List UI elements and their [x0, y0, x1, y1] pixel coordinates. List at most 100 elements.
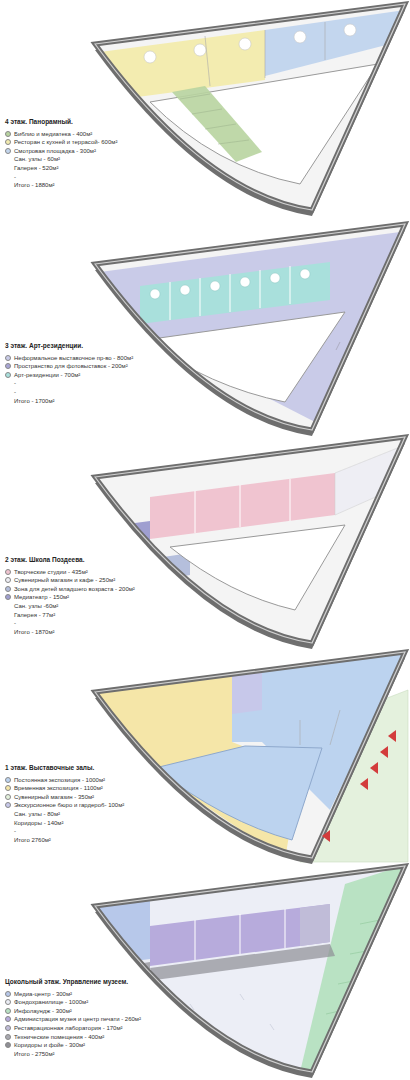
legend-text: Коридоры и фойе - 300м² [14, 1042, 85, 1048]
legend-row: Смотровая площадка - 300м² [5, 147, 96, 155]
legend-swatch [5, 372, 11, 378]
legend-row: - [5, 827, 16, 835]
legend-swatch [5, 569, 11, 575]
legend-text: Фондохранилище - 1000м² [14, 999, 88, 1005]
legend-swatch [5, 777, 11, 783]
legend-swatch [5, 785, 11, 791]
legend-row: Итого - 1870м² [5, 628, 55, 636]
legend-text: Инфолаундж - 300м² [14, 1008, 72, 1014]
legend-row: Итого - 1700м² [5, 397, 55, 405]
legend-note: Галерея - 520м² [5, 165, 58, 171]
legend-row: Инфолаундж - 300м² [5, 1007, 72, 1015]
legend-row: Администрация музея и центр печати - 260… [5, 1015, 141, 1023]
floor-heading: 4 этаж. Панорамный. [5, 118, 73, 125]
floor-2-plan [95, 437, 405, 649]
legend-row: Технические помещения - 400м² [5, 1033, 104, 1041]
legend-row: - [5, 388, 16, 396]
legend-row: Сувенирный магазин - 350м² [5, 793, 94, 801]
legend-row: Цокольный этаж. Управление музеем. [5, 978, 128, 986]
legend-row: Арт-резиденции - 700м² [5, 371, 80, 379]
legend-row: - [5, 173, 16, 181]
legend-note: Итого - 2750м² [5, 1051, 55, 1057]
legend-row: Постоянная экспозиция - 1000м² [5, 776, 105, 784]
floor-heading: Цокольный этаж. Управление музеем. [5, 978, 128, 985]
legend-row: - [5, 379, 16, 387]
legend-swatch [5, 148, 11, 154]
legend-note: Коридоры - 140м² [5, 820, 63, 826]
legend-text: Смотровая площадка - 300м² [14, 148, 96, 154]
legend-row: Итого 2760м² [5, 836, 51, 844]
legend-swatch [5, 131, 11, 137]
legend-row: 3 этаж. Арт-резиденции. [5, 342, 83, 350]
legend-swatch [5, 586, 11, 592]
legend-row: Сан. узлы - 60м² [5, 155, 60, 163]
floor-heading: 1 этаж. Выставочные залы. [5, 764, 94, 771]
floor-heading: 2 этаж. Школа Поздеева. [5, 556, 84, 563]
legend-swatch [5, 594, 11, 600]
legend-note: Сан. узлы - 80м² [5, 811, 60, 817]
legend-text: Арт-резиденции - 700м² [14, 372, 80, 378]
legend-row: Фондохранилище - 1000м² [5, 998, 88, 1006]
legend-note: Итого - 1870м² [5, 629, 55, 635]
legend-note: - [5, 620, 16, 626]
floor-heading: 3 этаж. Арт-резиденции. [5, 342, 83, 349]
legend-row: Зона для детей младшего возраста - 200м² [5, 585, 135, 593]
legend-swatch [5, 1008, 11, 1014]
legend-row: Ресторан с кухней и террасой- 600м² [5, 138, 117, 146]
legend-row: Коридоры и фойе - 300м² [5, 1041, 85, 1049]
legend-swatch [5, 1025, 11, 1031]
legend-text: Зона для детей младшего возраста - 200м² [14, 586, 135, 592]
legend-row: Коридоры - 140м² [5, 819, 63, 827]
legend-row: Итого - 2750м² [5, 1050, 55, 1058]
legend-row: Медиа-центр - 300м² [5, 990, 72, 998]
floor-3-plan [95, 224, 405, 436]
legend-row: Галерея - 520м² [5, 164, 58, 172]
legend-swatch [5, 139, 11, 145]
legend-row: 2 этаж. Школа Поздеева. [5, 556, 84, 564]
legend-swatch [5, 1034, 11, 1040]
legend-note: - [5, 174, 16, 180]
legend-text: Технические помещения - 400м² [14, 1034, 104, 1040]
legend-text: Медиа-центр - 300м² [14, 991, 72, 997]
legend-text: Медиатеатр - 150м² [14, 594, 69, 600]
legend-row: 1 этаж. Выставочные залы. [5, 764, 94, 772]
basement-plan [95, 864, 408, 1078]
legend-text: Сувенирный магазин - 350м² [14, 794, 94, 800]
legend-note: Галерея - 77м² [5, 612, 55, 618]
legend-text: Библио и медиатека - 400м² [14, 131, 92, 137]
legend-swatch [5, 802, 11, 808]
legend-row: Галерея - 77м² [5, 611, 55, 619]
legend-note: Итого - 1880м² [5, 182, 55, 188]
floor-1-plan [95, 650, 408, 864]
legend-row: Реставрационная лаборатория - 170м² [5, 1024, 123, 1032]
legend-note: Итого 2760м² [5, 837, 51, 843]
legend-row: Экскурсионное бюро и гардероб- 100м² [5, 801, 124, 809]
legend-text: Ресторан с кухней и террасой- 600м² [14, 139, 117, 145]
legend-row: - [5, 619, 16, 627]
legend-row: Временная экспозиция - 1100м² [5, 784, 103, 792]
legend-note: - [5, 828, 16, 834]
legend-row: Сан. узлы -60м² [5, 602, 58, 610]
legend-swatch [5, 999, 11, 1005]
legend-note: Сан. узлы -60м² [5, 603, 58, 609]
legend-swatch [5, 794, 11, 800]
legend-row: 4 этаж. Панорамный. [5, 118, 73, 126]
legend-text: Временная экспозиция - 1100м² [14, 785, 103, 791]
legend-swatch [5, 577, 11, 583]
legend-text: Сувенирный магазин и кафе - 250м² [14, 577, 115, 583]
legend-row: Сан. узлы - 80м² [5, 810, 60, 818]
legend-swatch [5, 1016, 11, 1022]
legend-row: Итого - 1880м² [5, 181, 55, 189]
legend-swatch [5, 991, 11, 997]
legend-text: Творческие студии - 435м² [14, 569, 88, 575]
legend-row: Сувенирный магазин и кафе - 250м² [5, 576, 115, 584]
legend-swatch [5, 355, 11, 361]
floor-4-plan [95, 4, 405, 216]
legend-text: Экскурсионное бюро и гардероб- 100м² [14, 802, 124, 808]
legend-row: Пространство для фотовыставок - 200м² [5, 362, 128, 370]
legend-note: - [5, 389, 16, 395]
legend-swatch [5, 1042, 11, 1048]
legend-row: Неформальное выставочное пр-во - 800м² [5, 354, 133, 362]
legend-text: Неформальное выставочное пр-во - 800м² [14, 355, 133, 361]
